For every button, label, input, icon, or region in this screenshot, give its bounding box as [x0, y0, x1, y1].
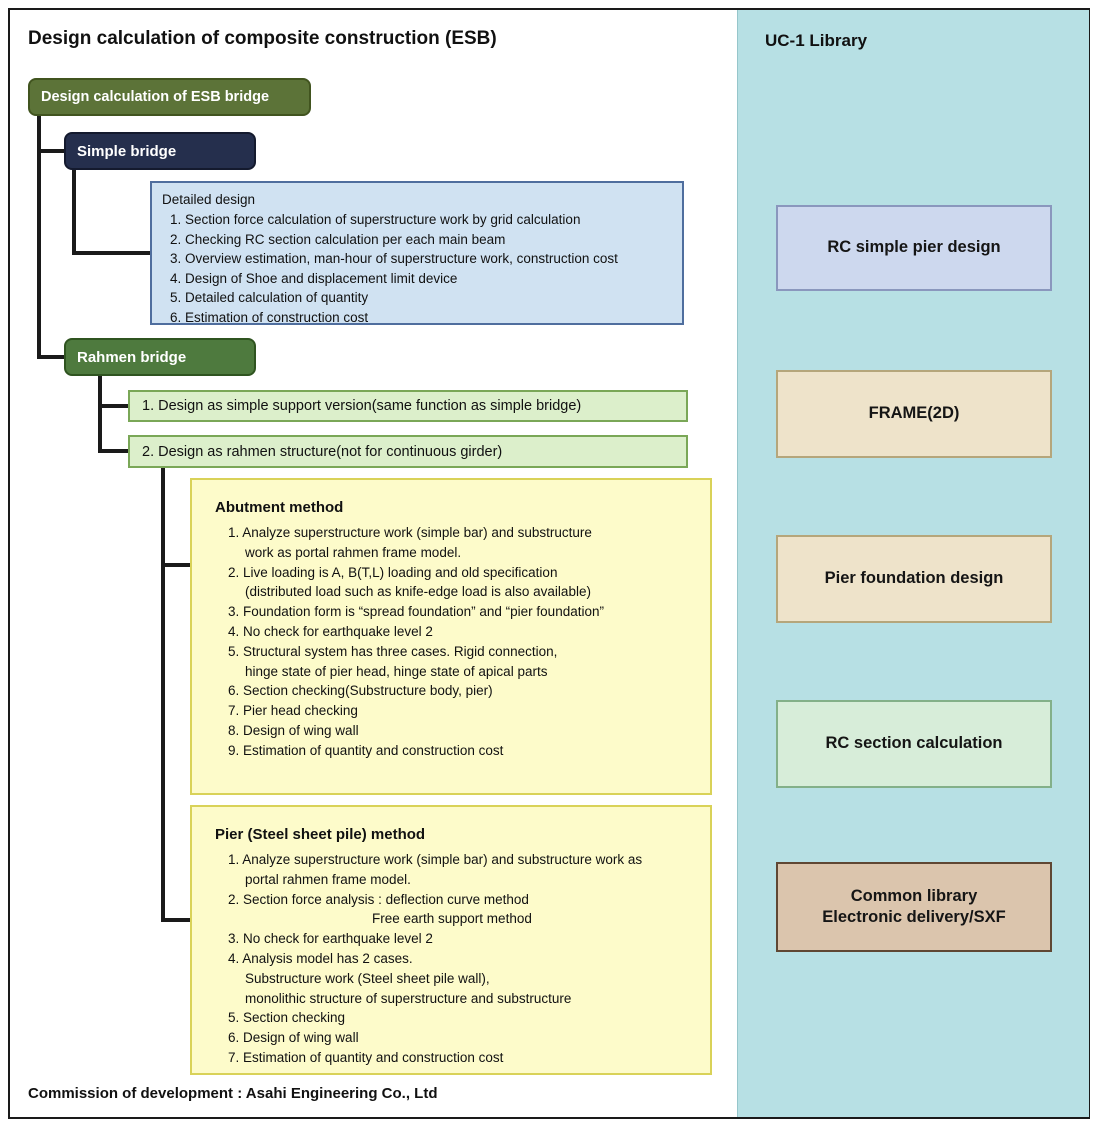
library-box-label: RC simple pier design — [827, 238, 1001, 257]
abutment-method-title: Abutment method — [215, 499, 344, 516]
text-line: 6. Section checking(Substructure body, p… — [228, 683, 493, 699]
abutment-method-box: Abutment method 1. Analyze superstructur… — [190, 478, 712, 795]
text-line: hinge state of pier head, hinge state of… — [245, 663, 548, 679]
library-box-label: Electronic delivery/SXF — [822, 908, 1006, 926]
text-line: Free earth support method — [372, 911, 532, 927]
text-line: 1. Analyze superstructure work (simple b… — [228, 525, 592, 540]
connector-line — [72, 168, 76, 253]
commission-footer: Commission of development : Asahi Engine… — [28, 1085, 438, 1102]
text-line: work as portal rahmen frame model. — [245, 544, 462, 560]
text-line: 1. Analyze superstructure work (simple b… — [228, 852, 643, 867]
node-esb-bridge: Design calculation of ESB bridge — [28, 78, 311, 116]
text-line: 2. Live loading is A, B(T,L) loading and… — [228, 564, 558, 580]
text-line: portal rahmen frame model. — [245, 871, 411, 887]
library-box-label: RC section calculation — [825, 734, 1003, 753]
connector-line — [98, 404, 130, 408]
text-line: 1. Section force calculation of superstr… — [170, 212, 581, 227]
text-line: 8. Design of wing wall — [228, 722, 359, 738]
connector-line — [161, 563, 190, 567]
node-rahmen-bridge: Rahmen bridge — [64, 338, 256, 376]
connector-line — [161, 466, 165, 922]
page-title: Design calculation of composite construc… — [28, 28, 497, 49]
text-line: 3. No check for earthquake level 2 — [228, 931, 433, 947]
library-box-label: FRAME(2D) — [868, 404, 960, 423]
pier-method-box: Pier (Steel sheet pile) method 1. Analyz… — [190, 805, 712, 1075]
text-line: 3. Overview estimation, man-hour of supe… — [170, 251, 618, 266]
option-simple-support: 1. Design as simple support version(same… — [128, 390, 688, 422]
detailed-design-list: 1. Section force calculation of superstr… — [152, 210, 682, 327]
outer-frame — [8, 8, 1090, 1119]
library-box-label: Pier foundation design — [824, 569, 1004, 588]
connector-line — [98, 374, 102, 453]
text-line: 5. Structural system has three cases. Ri… — [228, 643, 558, 659]
connector-line — [98, 449, 130, 453]
text-line: 3. Foundation form is “spread foundation… — [228, 604, 604, 620]
text-line: 5. Section checking — [228, 1010, 346, 1026]
text-line: 6. Estimation of construction cost — [170, 309, 369, 325]
text-line: 2. Checking RC section calculation per e… — [170, 231, 506, 247]
text-line: 4. No check for earthquake level 2 — [228, 623, 433, 639]
node-simple-bridge: Simple bridge — [64, 132, 256, 170]
connector-line — [161, 918, 190, 922]
detailed-design-box: Detailed design 1. Section force calcula… — [150, 181, 684, 325]
abutment-method-list: 1. Analyze superstructure work (simple b… — [192, 523, 710, 761]
text-line: (distributed load such as knife-edge loa… — [245, 584, 591, 600]
text-line: 7. Estimation of quantity and constructi… — [228, 1049, 504, 1065]
pier-method-list: 1. Analyze superstructure work (simple b… — [192, 850, 710, 1068]
text-line: 7. Pier head checking — [228, 703, 358, 719]
library-box: FRAME(2D) — [776, 370, 1052, 458]
text-line: 5. Detailed calculation of quantity — [170, 290, 369, 305]
library-box-label: Common library — [850, 886, 978, 905]
connector-line — [72, 251, 150, 255]
text-line: 6. Design of wing wall — [228, 1030, 359, 1046]
option-rahmen-structure: 2. Design as rahmen structure(not for co… — [128, 435, 688, 468]
library-box: RC section calculation — [776, 700, 1052, 788]
text-line: 4. Analysis model has 2 cases. — [228, 950, 413, 966]
detailed-design-title: Detailed design — [162, 192, 256, 207]
connector-line — [37, 149, 66, 153]
connector-line — [37, 355, 66, 359]
text-line: Substructure work (Steel sheet pile wall… — [245, 970, 490, 986]
text-line: 4. Design of Shoe and displacement limit… — [170, 270, 458, 286]
text-line: monolithic structure of superstructure a… — [245, 990, 572, 1006]
library-box: Pier foundation design — [776, 535, 1052, 623]
library-title: UC-1 Library — [765, 31, 868, 50]
connector-line — [37, 114, 41, 359]
text-line: 9. Estimation of quantity and constructi… — [228, 742, 504, 758]
text-line: 2. Section force analysis : deflection c… — [228, 891, 529, 907]
library-box: RC simple pier design — [776, 205, 1052, 291]
pier-method-title: Pier (Steel sheet pile) method — [215, 826, 426, 843]
